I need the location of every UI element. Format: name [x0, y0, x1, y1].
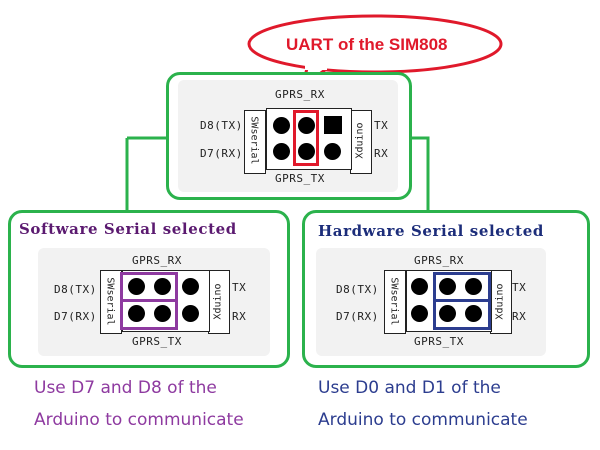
top-pin-4 — [273, 143, 290, 160]
top-xduino-label: Xduino — [354, 122, 366, 159]
top-pin-2 — [298, 117, 315, 134]
left-gprs-rx-label: GPRS_RX — [132, 254, 182, 267]
left-tx-label: TX — [232, 281, 247, 294]
right-pin-3 — [465, 278, 482, 295]
left-pin-3 — [182, 278, 199, 295]
top-d8-label: D8(TX) — [200, 119, 243, 132]
software-serial-highlight-divider — [120, 299, 178, 302]
left-gprs-tx-label: GPRS_TX — [132, 335, 182, 348]
left-xduino-label: Xduino — [212, 283, 224, 320]
right-pin-4 — [411, 305, 428, 322]
right-d8-label: D8(TX) — [336, 283, 379, 296]
top-swserial-block — [244, 110, 266, 174]
software-serial-title: Software Serial selected — [19, 220, 237, 238]
top-rx-label: RX — [374, 147, 389, 160]
top-gprs-tx-label: GPRS_TX — [275, 172, 325, 185]
right-swserial-label: SWserial — [388, 277, 400, 326]
right-pin-6 — [465, 305, 482, 322]
left-pin-1 — [128, 278, 145, 295]
top-swserial-label: SWserial — [248, 116, 260, 165]
software-caption-line1: Use D7 and D8 of the — [34, 378, 217, 398]
top-pin-1 — [273, 117, 290, 134]
right-d7-label: D7(RX) — [336, 310, 379, 323]
callout-text: UART of the SIM808 — [286, 35, 448, 54]
top-gprs-rx-label: GPRS_RX — [275, 88, 325, 101]
hardware-serial-title: Hardware Serial selected — [318, 222, 544, 240]
left-pin-6 — [182, 305, 199, 322]
right-swserial-block — [384, 270, 406, 334]
right-tx-label: TX — [512, 281, 527, 294]
right-rx-label: RX — [512, 310, 527, 323]
right-pin-1 — [411, 278, 428, 295]
left-rx-label: RX — [232, 310, 247, 323]
right-gprs-rx-label: GPRS_RX — [414, 254, 464, 267]
top-d7-label: D7(RX) — [200, 147, 243, 160]
left-d7-label: D7(RX) — [54, 310, 97, 323]
right-pin-5 — [439, 305, 456, 322]
left-pin-4 — [128, 305, 145, 322]
left-swserial-label: SWserial — [104, 277, 116, 326]
hardware-caption-line1: Use D0 and D1 of the — [318, 378, 501, 398]
left-pin-2 — [154, 278, 171, 295]
right-pin-2 — [439, 278, 456, 295]
right-xduino-label: Xduino — [494, 283, 506, 320]
hardware-serial-highlight-divider — [433, 299, 491, 302]
left-pin-5 — [154, 305, 171, 322]
software-caption-line2: Arduino to communicate — [34, 410, 244, 430]
right-gprs-tx-label: GPRS_TX — [414, 335, 464, 348]
top-pin-3 — [324, 116, 342, 134]
top-pin-6 — [324, 143, 341, 160]
top-pin-5 — [298, 143, 315, 160]
left-d8-label: D8(TX) — [54, 283, 97, 296]
top-uart-highlight — [293, 110, 319, 166]
top-tx-label: TX — [374, 119, 389, 132]
hardware-caption-line2: Arduino to communicate — [318, 410, 528, 430]
